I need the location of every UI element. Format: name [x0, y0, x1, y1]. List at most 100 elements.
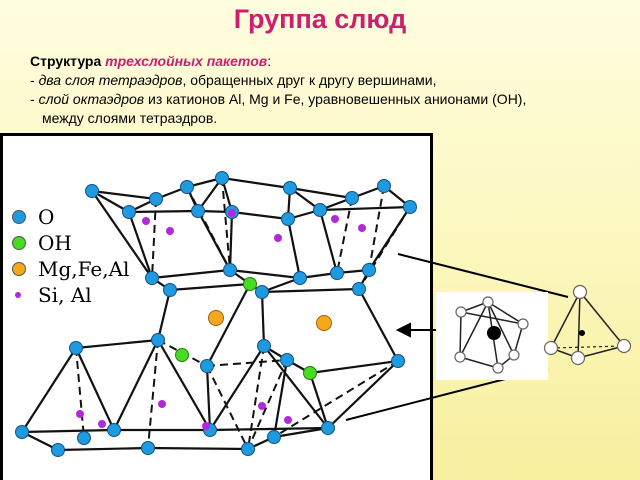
hidden-edge — [368, 185, 385, 271]
silicon-atom-icon — [76, 410, 84, 418]
oxygen-atom-icon — [149, 192, 163, 206]
oxygen-atom-icon — [313, 203, 327, 217]
oxygen-atom-icon — [267, 430, 281, 444]
inset-vertex-icon — [492, 362, 504, 374]
legend-label: Mg,Fe,Al — [38, 257, 130, 281]
octahedron-edge — [487, 301, 524, 325]
cation-atom-icon — [208, 310, 224, 326]
edge — [289, 186, 353, 200]
hidden-edge — [247, 345, 265, 450]
description-line-2: - два слоя тетраэдров, обращенных друг к… — [30, 71, 630, 90]
silicon-atom-icon — [331, 215, 339, 223]
edge — [21, 428, 115, 434]
edge — [221, 176, 291, 190]
description-text: , обращенных друг к другу вершинами, — [182, 72, 437, 88]
edge — [91, 190, 130, 213]
edge — [209, 345, 265, 431]
hydroxyl-atom-icon — [243, 277, 257, 291]
oxygen-atom-icon — [255, 285, 269, 299]
atoms — [15, 171, 417, 457]
octahedron-edge — [459, 311, 462, 358]
edge — [127, 211, 154, 279]
oxygen-atom-icon — [151, 333, 165, 347]
oxygen-atom-icon — [281, 212, 295, 226]
edge — [308, 372, 330, 429]
hydroxyl-atom-icon — [303, 366, 317, 380]
tetrahedron-edge — [577, 345, 625, 359]
silicon-atom-icon — [98, 420, 106, 428]
silicon-swatch-icon — [15, 292, 21, 298]
legend-label: O — [38, 205, 55, 229]
edge — [21, 347, 77, 433]
legend-label: Si, Al — [38, 283, 92, 307]
edge — [147, 446, 249, 451]
structure-panel — [0, 133, 433, 480]
oxygen-atom-icon — [107, 423, 121, 437]
oxygen-atom-icon — [191, 204, 205, 218]
description-line-1: Структура трехслойных пакетов: — [30, 52, 630, 71]
inset-vertex-icon — [454, 351, 466, 363]
silicon-atom-icon — [258, 402, 266, 410]
edge — [272, 359, 289, 438]
silicon-atom-icon — [228, 209, 236, 217]
edge — [209, 426, 329, 432]
page-title: Группа слюд — [233, 4, 407, 34]
octahedron-edge — [459, 301, 489, 358]
edge — [113, 339, 159, 431]
inset-vertex-icon — [517, 318, 529, 330]
tetrahedron-edge — [550, 291, 581, 349]
edge — [228, 211, 234, 271]
edge — [128, 209, 199, 214]
edge — [286, 218, 302, 279]
hidden-edge — [186, 186, 231, 271]
oxygen-atom-icon — [215, 171, 229, 185]
oxygen-atom-icon — [352, 282, 366, 296]
oxygen-atom-icon — [122, 205, 136, 219]
edge — [57, 446, 149, 452]
oxygen-atom-icon — [377, 179, 391, 193]
oxygen-atom-icon — [77, 431, 91, 445]
structure-description: Структура трехслойных пакетов: - два сло… — [30, 52, 630, 128]
oxygen-atom-icon — [200, 359, 214, 373]
oxygen-atom-icon — [280, 353, 294, 367]
inset-vertex-icon — [455, 306, 467, 318]
edge — [205, 365, 212, 431]
silicon-atom-icon — [274, 234, 282, 242]
description-text: из катионов Al, Mg и Fe, уравновешенных … — [144, 91, 527, 107]
edge — [75, 347, 115, 431]
oxygen-atom-icon — [241, 442, 255, 456]
cation-atom-icon — [316, 315, 332, 331]
oxygen-atom-icon — [69, 341, 83, 355]
octahedron-edge — [459, 356, 499, 369]
edge — [318, 209, 339, 274]
edge — [260, 291, 266, 347]
tetrahedron-hidden-edge — [550, 345, 625, 349]
edge — [91, 190, 153, 279]
oxygen-atom-icon — [403, 200, 417, 214]
edge — [91, 189, 157, 201]
octahedron-edge — [487, 301, 515, 356]
edge — [261, 287, 360, 294]
silicon-atom-icon — [202, 422, 210, 430]
hidden-edge — [206, 359, 288, 367]
oxygen-atom-icon — [321, 421, 335, 435]
oxygen-atom-icon — [180, 180, 194, 194]
oxygen-atom-icon — [141, 441, 155, 455]
edge — [327, 360, 399, 429]
oxygen-atom-icon — [257, 339, 271, 353]
silicon-atom-icon — [166, 227, 174, 235]
oxygen-atom-icon — [391, 354, 405, 368]
callout-arrow — [397, 253, 569, 298]
oxygen-atom-icon — [283, 181, 297, 195]
edge — [151, 268, 231, 280]
oxygen-swatch-icon — [12, 210, 26, 224]
inset-vertex-icon — [572, 284, 588, 300]
legend-label: OH — [38, 231, 72, 255]
oxygen-atom-icon — [362, 263, 376, 277]
oxygen-atom-icon — [223, 263, 237, 277]
silicon-atom-icon — [142, 217, 150, 225]
hidden-edge — [206, 365, 249, 450]
description-line-3: - слой октаэдров из катионов Al, Mg и Fe… — [30, 90, 630, 109]
legend-item-o: O — [12, 205, 142, 231]
polyhedra-insets — [436, 284, 632, 380]
